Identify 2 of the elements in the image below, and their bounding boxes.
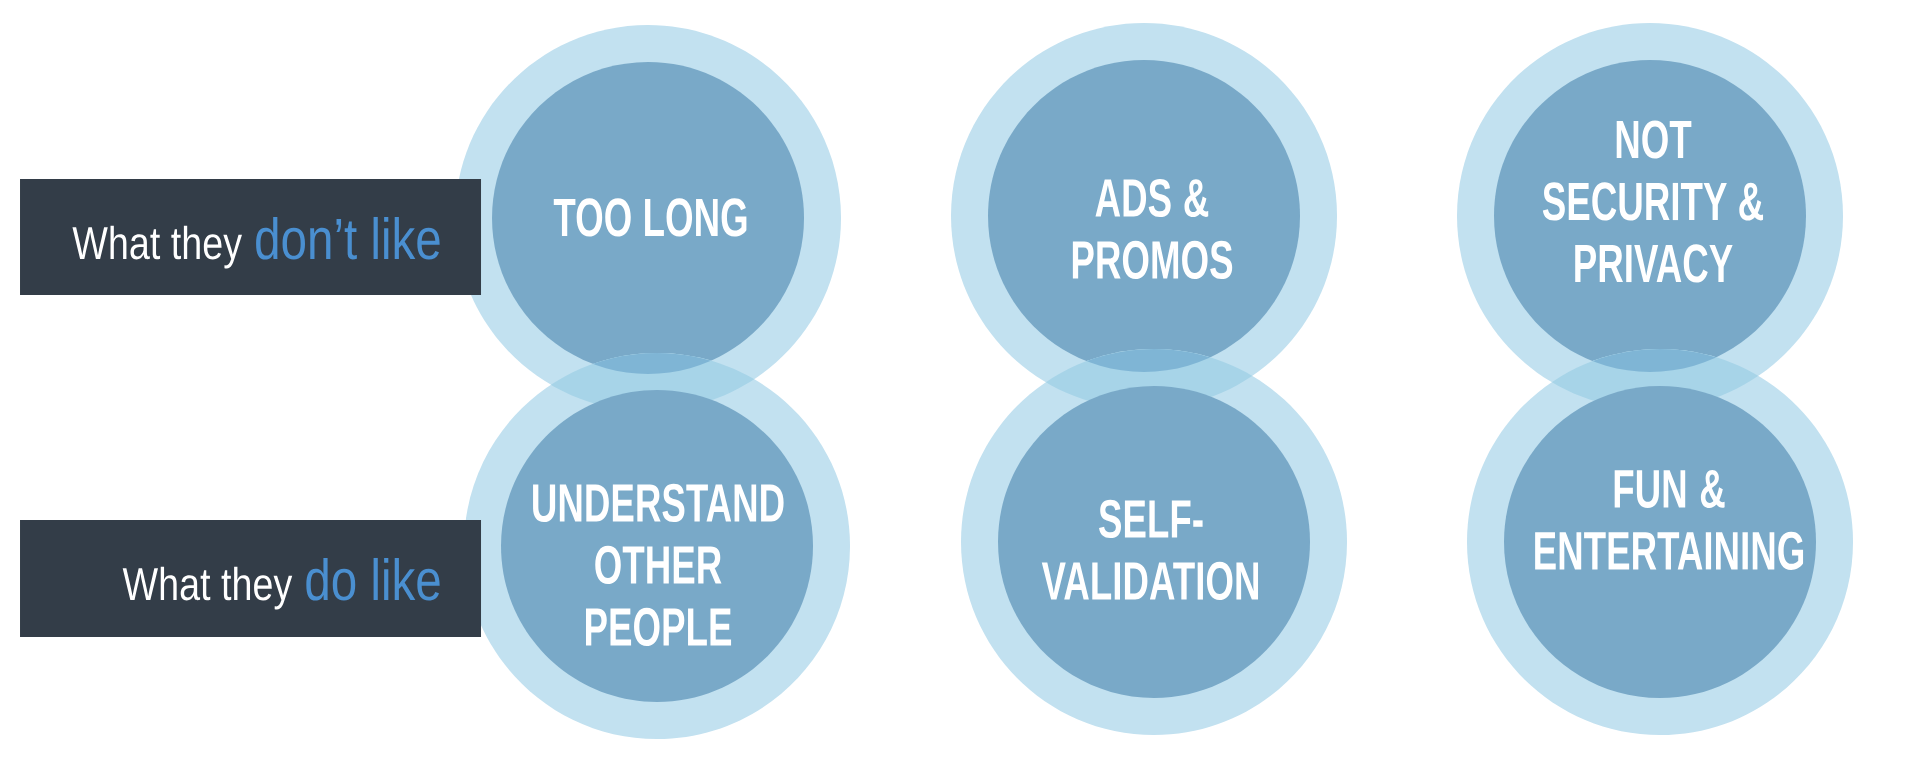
row-label: What they don’t like [20,179,481,295]
row-label: What they do like [20,520,481,637]
